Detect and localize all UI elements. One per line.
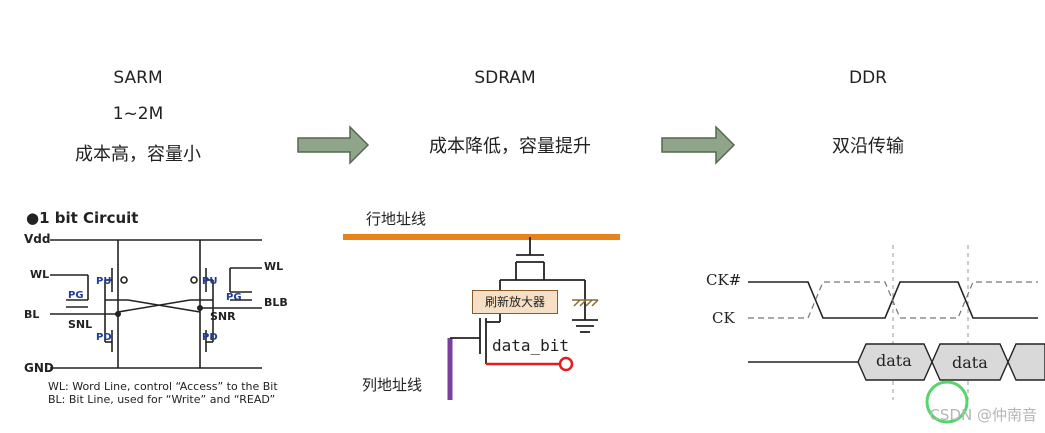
col-line-label: 列地址线: [362, 376, 423, 394]
pu-right-label: PU: [202, 276, 218, 287]
pu-left-label: PU: [96, 276, 112, 287]
sdram-title: SDRAM: [474, 68, 536, 88]
refresh-amplifier: 刷新放大器: [472, 290, 558, 314]
data-label-2: data: [952, 353, 988, 372]
ddr-title: DDR: [849, 68, 887, 88]
sram-note-bl: BL: Bit Line, used for “Write” and “READ…: [48, 393, 276, 406]
arrow-sdram-to-ddr: [661, 125, 736, 165]
snl-label: SNL: [68, 318, 93, 331]
data-eye-3: [1007, 343, 1045, 381]
sram-desc: 成本高，容量小: [75, 144, 201, 165]
pd-right-label: PD: [202, 332, 218, 343]
pg-left-label: PG: [68, 290, 84, 301]
wl-right-label: WL: [264, 260, 284, 273]
sdram-desc: 成本降低，容量提升: [429, 136, 591, 157]
sram-heading: ●1 bit Circuit: [26, 209, 139, 227]
sram-circuit: [50, 239, 262, 369]
wl-left-label: WL: [30, 268, 50, 281]
dram-wiring: [450, 237, 598, 364]
data-bit-label: data_bit: [492, 336, 570, 355]
ddr-desc: 双沿传输: [832, 136, 904, 157]
gnd-label: GND: [24, 361, 54, 375]
data-label-1: data: [876, 351, 912, 370]
pd-left-label: PD: [96, 332, 112, 343]
arrow-sram-to-sdram: [297, 125, 370, 165]
pg-right-label: PG: [226, 292, 242, 303]
sram-capacity: 1~2M: [112, 104, 164, 124]
highlight-circle: [925, 380, 969, 424]
bl-label: BL: [24, 308, 40, 321]
ck-hash-dashed: [807, 281, 1038, 319]
dram-capacitor: [572, 299, 599, 307]
blb-label: BLB: [264, 296, 288, 309]
snl-node: [115, 311, 121, 317]
snr-node: [197, 305, 203, 311]
vdd-label: Vdd: [24, 232, 51, 246]
snr-label: SNR: [210, 310, 236, 323]
data-bit-terminal: [558, 356, 574, 372]
watermark: CSDN @仲南音: [929, 406, 1037, 424]
sram-title: SARM: [113, 68, 163, 88]
sram-note-wl: WL: Word Line, control “Access” to the B…: [48, 380, 278, 393]
ck-label: CK: [712, 309, 735, 327]
ck-hash-label: CK#: [706, 271, 742, 289]
row-line-label: 行地址线: [366, 210, 427, 228]
